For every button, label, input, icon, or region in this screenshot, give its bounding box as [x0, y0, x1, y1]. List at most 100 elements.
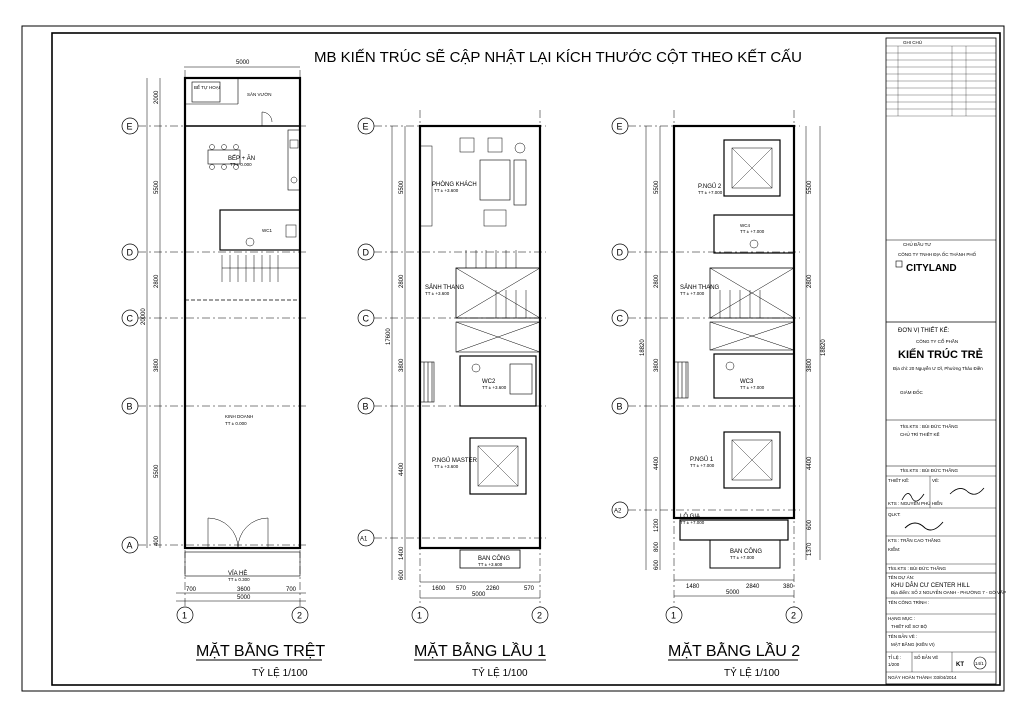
plan1-room-5-level: TT ± 0.300: [228, 577, 250, 582]
grid-label-b-3: B: [617, 402, 623, 412]
grid-lines: [138, 70, 800, 608]
tb-qa-name: KTS : TRẦN CAO THẮNG: [888, 536, 941, 543]
plan1-room-2: BẾP + ĂN: [228, 155, 255, 162]
plan3-bdim-0: 1480: [686, 584, 700, 590]
plan2-room-2-level: TT ± +3.600: [482, 385, 507, 390]
grid-col-2-plan2: 2: [537, 611, 542, 621]
tb-project-name: KHU DÂN CƯ CENTER HILL: [891, 582, 970, 589]
tb-owner-brand: CITYLAND: [906, 263, 957, 274]
tb-chair-role: CHỦ TRÌ THIẾT KẾ: [900, 431, 940, 437]
grid-label-b-2: B: [363, 402, 369, 412]
plan3-room-6-level: TT ± +7.000: [730, 555, 755, 560]
tb-designer-brand: KIẾN TRÚC TRẺ: [898, 348, 983, 361]
plan3-room-2: SẢNH THANG: [680, 284, 720, 291]
tb-sheet-label: TÊN BẢN VẼ :: [888, 632, 917, 639]
grid-label-d-2: D: [363, 248, 370, 258]
plan-second-floor: P.NGỦ 2 TT ± +7.000 WC4 TT ± +7.000 SẢNH…: [640, 124, 827, 597]
plan1-room-5: VỈA HÈ: [228, 570, 247, 577]
plan3-sdim-2: 3800: [654, 358, 660, 372]
plan2-bdim-1: 570: [456, 586, 467, 592]
plan2-room-1: SẢNH THANG: [425, 284, 465, 291]
tb-sheet-code: KT: [956, 662, 964, 668]
plan1-room-2-level: TT ± 0.000: [230, 162, 252, 167]
plan-first-floor: PHÒNG KHÁCH TT ± +3.600 SẢNH THANG TT ± …: [386, 124, 542, 599]
grid-bubbles-plan3: E D C B A2 1 2: [611, 117, 803, 624]
tb-revision-header: GHI CHÚ: [903, 39, 922, 45]
plan1-title: MẶT BẰNG TRỆT: [196, 641, 325, 660]
plan3-scale: TỶ LỆ 1/100: [724, 666, 780, 679]
plan3-room-6: BAN CÔNG: [730, 548, 762, 555]
plan2-room-4: BAN CÔNG: [478, 555, 510, 562]
tb-check-label: KIỂM:: [888, 546, 900, 552]
plan1-bdim-0: 700: [186, 587, 197, 593]
plan3-rdim-5: 1370: [807, 542, 813, 556]
grid-label-e-1: E: [127, 122, 133, 132]
plan3-room-0: P.NGỦ 2: [698, 183, 722, 190]
grid-label-c-3: C: [617, 314, 624, 324]
plan2-bdim-0: 1600: [432, 586, 446, 592]
tb-item-label: HẠNG MỤC :: [888, 616, 915, 621]
grid-label-a-1: A: [127, 541, 133, 551]
plan2-room-0-level: TT ± +3.600: [434, 188, 459, 193]
plan3-sdim-0: 5500: [654, 180, 660, 194]
grid-col-2-plan3: 2: [791, 611, 796, 621]
plan3-room-5: LÔ GIA: [680, 513, 700, 520]
plan1-bdim-1: 3600: [237, 587, 251, 593]
plan3-rdim-3: 4400: [807, 456, 813, 470]
plan2-sdim-0: 5500: [399, 180, 405, 194]
plan2-room-1-level: TT ± +3.600: [425, 291, 450, 296]
plan1-room-3: WC1: [262, 228, 272, 233]
signature-qa: [904, 521, 944, 531]
plan3-sdim-1: 2800: [654, 274, 660, 288]
plan3-rdim-2: 3800: [807, 358, 813, 372]
grid-col-1-plan3: 1: [671, 611, 676, 621]
tb-director: GIÁM ĐỐC: [900, 389, 924, 395]
plan1-sdim-5: 400: [154, 535, 160, 546]
plan2-scale: TỶ LỆ 1/100: [472, 666, 528, 679]
plan3-bdim-total: 5000: [726, 590, 740, 596]
plan2-bdim-total: 5000: [472, 592, 486, 598]
plan3-room-5-level: TT ± +7.000: [680, 520, 705, 525]
plan3-bdim-1: 2840: [746, 584, 760, 590]
grid-label-d-3: D: [617, 248, 624, 258]
plan2-total-dim: 17600: [386, 328, 392, 345]
plan1-room-1: SÂN VƯỜN: [247, 91, 271, 97]
tb-designer-addr: Địa chỉ: 20 Nguyễn Ư Dĩ, Phường Thảo Điề…: [893, 365, 983, 371]
plan3-right-total: 18820: [821, 339, 827, 356]
tb-project-label: TÊN DỰ ÁN:: [888, 573, 914, 580]
tb-sheet-num: 14/1: [975, 661, 984, 666]
plan2-room-2: WC2: [482, 379, 496, 385]
plan2-room-3: P.NGỦ MASTER: [432, 457, 478, 464]
grid-bubbles-plan2: E D C B A1 1 2: [357, 117, 549, 624]
plan2-room-4-level: TT ± +3.600: [478, 562, 503, 567]
plan1-scale: TỶ LỆ 1/100: [252, 666, 308, 679]
plan3-room-4-level: TT ± +7.000: [690, 463, 715, 468]
tb-scale-label: TỈ LỆ :: [888, 653, 901, 660]
signature-drafter: [949, 487, 985, 495]
grid-col-1-plan1: 1: [182, 611, 187, 621]
grid-label-d-1: D: [127, 248, 134, 258]
plan1-top-dim: 5000: [236, 60, 250, 66]
tb-sheet-name: MẶT BẰNG (KIẾN VI): [891, 640, 935, 647]
plan3-title: MẶT BẰNG LẦU 2: [668, 641, 800, 660]
tb-project-addr: Địa điểm: SỐ 2 NGUYỄN OANH - PHƯỜNG 7 - …: [891, 589, 1006, 595]
plan2-sdim-2: 3800: [399, 358, 405, 372]
plan3-room-2-level: TT ± +7.000: [680, 291, 705, 296]
sheet-title: MB KIẾN TRÚC SẼ CẬP NHẬT LẠI KÍCH THƯỚC …: [314, 49, 802, 66]
tb-scale-value: 1/200: [888, 662, 900, 667]
plan1-sdim-2: 2800: [154, 274, 160, 288]
plan3-room-3-level: TT ± +7.000: [740, 385, 765, 390]
tb-drawing-name: KTS : NGUYỄN PHÚ HIỂN: [888, 500, 943, 506]
plan2-bdim-3: 570: [524, 586, 535, 592]
tb-chair-name: ThS.KTS : BÙI ĐỨC THẮNG: [900, 422, 959, 429]
tb-owner-company: CÔNG TY TNHH ĐỊA ỐC THÀNH PHỐ: [898, 251, 977, 257]
tb-designer-label: ĐƠN VỊ THIẾT KẾ:: [898, 327, 950, 334]
grid-label-a2: A2: [614, 509, 622, 515]
title-block: GHI CHÚ CHỦ ĐẦU TƯ CÔNG TY TNHH ĐỊA ỐC T…: [885, 37, 1006, 685]
grid-label-a1: A1: [360, 537, 368, 543]
plan3-room-0-level: TT ± +7.000: [698, 190, 723, 195]
tb-review-name: ThS.KTS : BÙI ĐỨC THẮNG: [888, 564, 947, 571]
grid-label-c-2: C: [363, 314, 370, 324]
plan3-total-dim: 18820: [640, 339, 646, 356]
